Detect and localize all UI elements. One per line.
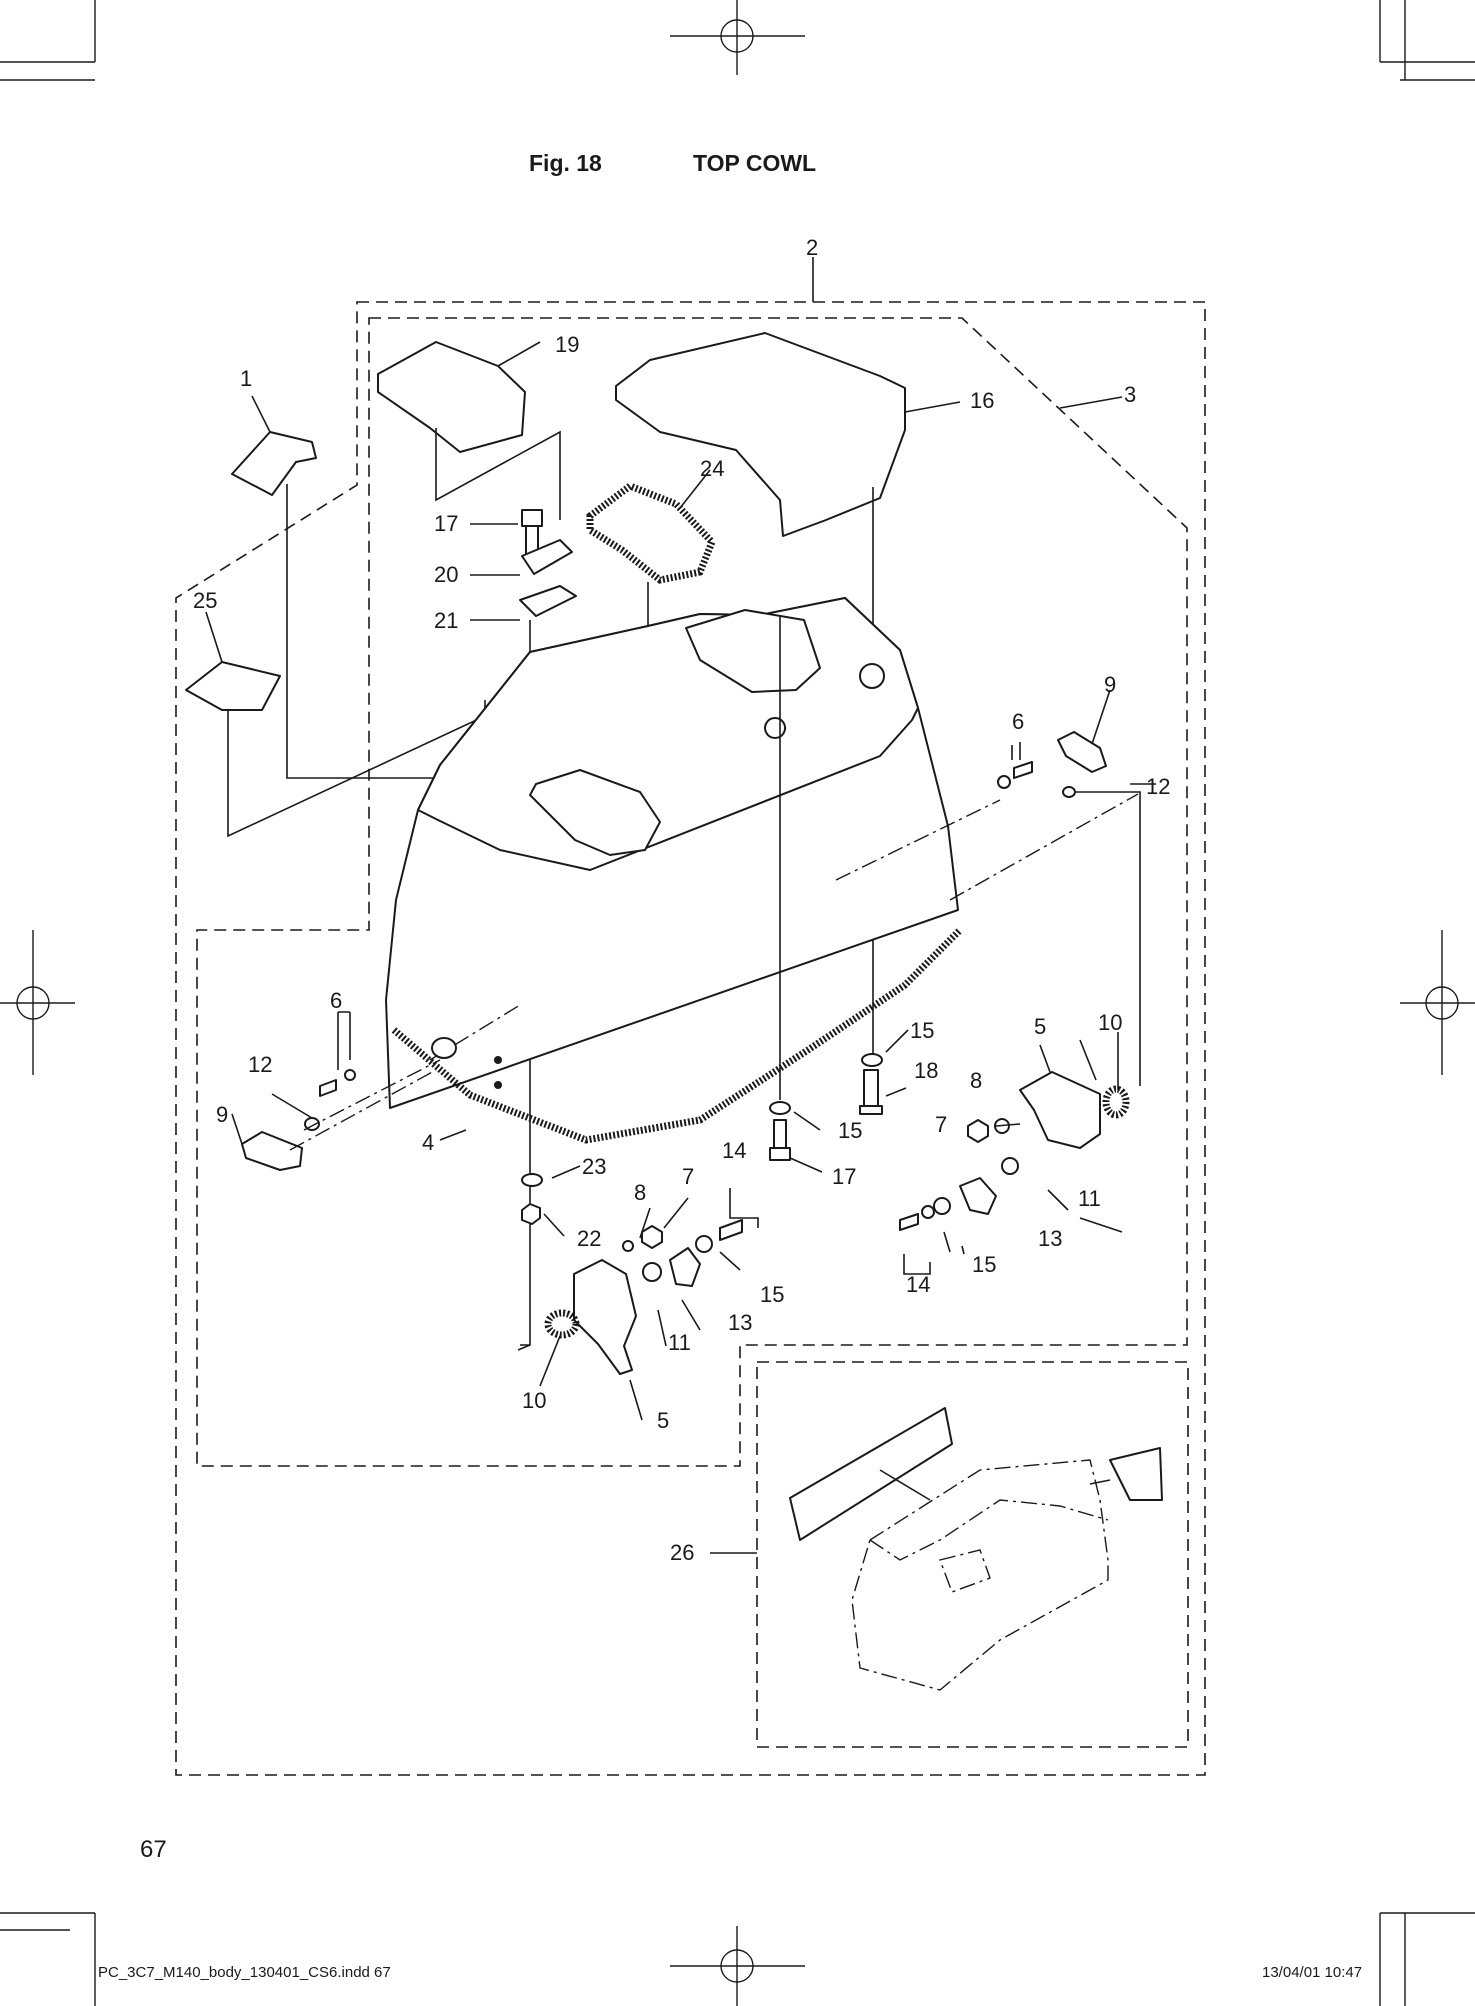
callout-16: 16 <box>970 388 994 413</box>
latch-20 <box>521 539 573 575</box>
lid-19 <box>377 341 526 453</box>
callout-14-left: 14 <box>722 1138 746 1163</box>
grommet-15-mid <box>769 1101 791 1115</box>
callout-18: 18 <box>914 1058 938 1083</box>
group-boundary-3 <box>196 317 1188 1467</box>
callout-14-right: 14 <box>906 1272 930 1297</box>
callout-3: 3 <box>1124 382 1136 407</box>
figure-title: TOP COWL <box>693 150 817 176</box>
ring-12-right <box>1062 786 1076 798</box>
decal-25 <box>185 661 281 711</box>
callout-24: 24 <box>700 456 724 481</box>
callout-6-left: 6 <box>330 988 342 1013</box>
callout-9-right: 9 <box>1104 672 1116 697</box>
footer-timestamp: 13/04/01 10:47 <box>1262 1964 1363 1981</box>
ring-10-left <box>544 1309 580 1339</box>
callout-10-right: 10 <box>1098 1010 1122 1035</box>
callout-12-left: 12 <box>248 1052 272 1077</box>
callout-26: 26 <box>670 1540 694 1565</box>
callout-5-left: 5 <box>657 1408 669 1433</box>
grommet-9-right <box>1057 731 1107 773</box>
nut-22 <box>521 1203 541 1225</box>
callout-13-left: 13 <box>728 1310 752 1335</box>
callout-2: 2 <box>806 235 818 260</box>
registration-target-bottom <box>670 1926 805 2006</box>
bracket-5-left <box>573 1259 637 1375</box>
callout-22: 22 <box>577 1226 601 1251</box>
grommet-9-left <box>241 1131 303 1171</box>
callout-7-left: 7 <box>682 1164 694 1189</box>
group-boundary-2 <box>175 301 1206 1776</box>
callout-8-left: 8 <box>634 1180 646 1205</box>
callout-19: 19 <box>555 332 579 357</box>
callout-15-left: 15 <box>760 1282 784 1307</box>
bracket-21 <box>519 585 577 617</box>
callout-8-right: 8 <box>970 1068 982 1093</box>
upper-cover-16 <box>615 332 906 537</box>
grommet-15-top <box>861 1053 883 1067</box>
ring-10-right <box>1102 1085 1130 1119</box>
callout-21: 21 <box>434 608 458 633</box>
nut-7-left <box>641 1225 663 1249</box>
bolt-17-bottom <box>769 1119 791 1161</box>
nut-7-right <box>967 1119 989 1143</box>
callout-15-right: 15 <box>972 1252 996 1277</box>
callout-11-left: 11 <box>668 1330 691 1355</box>
page-number: 67 <box>140 1836 167 1863</box>
group-boundary-26 <box>756 1361 1189 1748</box>
bracket-5-right <box>1019 1071 1101 1149</box>
gasket-24 <box>586 482 717 584</box>
callout-1: 1 <box>240 366 252 391</box>
callout-15-mid: 15 <box>838 1118 862 1143</box>
callout-4: 4 <box>422 1130 434 1155</box>
callout-5-right: 5 <box>1034 1014 1046 1039</box>
callout-7-right: 7 <box>935 1112 947 1137</box>
callout-15-top: 15 <box>910 1018 934 1043</box>
nut-23 <box>521 1173 543 1187</box>
callout-13-right: 13 <box>1038 1226 1062 1251</box>
bolt-6-left <box>319 1079 337 1097</box>
figure-number: Fig. 18 <box>529 150 602 176</box>
callout-17-bottom: 17 <box>832 1164 856 1189</box>
callout-25: 25 <box>193 588 217 613</box>
callout-9-left: 9 <box>216 1102 228 1127</box>
callout-6-right: 6 <box>1012 709 1024 734</box>
registration-target-right <box>1400 930 1475 1075</box>
footer-file-name: PC_3C7_M140_body_130401_CS6.indd 67 <box>98 1964 391 1981</box>
callout-10-left: 10 <box>522 1388 546 1413</box>
callout-17-top: 17 <box>434 511 458 536</box>
callout-11-right: 11 <box>1078 1186 1101 1211</box>
top-cowl-body <box>385 597 963 1144</box>
bolt-18 <box>859 1069 883 1115</box>
cowl-with-decals-26 <box>789 1407 1163 1691</box>
registration-target-top <box>670 0 805 75</box>
registration-target-left <box>0 930 75 1075</box>
callout-20: 20 <box>434 562 458 587</box>
bolt-6-right <box>1013 761 1033 779</box>
callout-12-right: 12 <box>1146 774 1170 799</box>
callout-23: 23 <box>582 1154 606 1179</box>
